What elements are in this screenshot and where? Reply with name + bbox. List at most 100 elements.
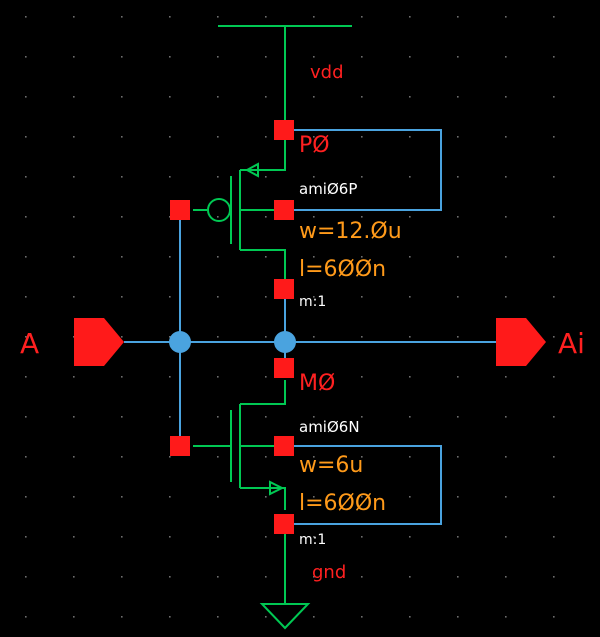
pmos-width-label: w=12.Øu — [299, 219, 402, 244]
grid-dot — [409, 296, 411, 298]
grid-dot — [217, 536, 219, 538]
grid-dot — [217, 136, 219, 138]
grid-dot — [457, 336, 459, 338]
grid-dot — [121, 456, 123, 458]
nmos-multiplier-label: m:1 — [299, 532, 326, 548]
grid-dot — [361, 576, 363, 578]
grid-dot — [265, 56, 267, 58]
grid-dot — [313, 256, 315, 258]
grid-dot — [553, 336, 555, 338]
output-junction — [274, 331, 296, 353]
grid-dot — [121, 176, 123, 178]
gnd-supply — [259, 532, 311, 630]
grid-dot — [217, 56, 219, 58]
input-port-arrow[interactable] — [74, 318, 124, 366]
grid-dot — [409, 256, 411, 258]
vdd-supply — [218, 25, 352, 122]
grid-dot — [73, 136, 75, 138]
grid-dot — [505, 56, 507, 58]
grid-dot — [25, 576, 27, 578]
grid-dot — [313, 96, 315, 98]
grid-dot — [313, 456, 315, 458]
grid-dot — [553, 416, 555, 418]
grid-dot — [25, 176, 27, 178]
grid-dot — [73, 16, 75, 18]
grid-dot — [457, 216, 459, 218]
grid-dot — [169, 176, 171, 178]
grid-dot — [265, 576, 267, 578]
grid-dot — [505, 456, 507, 458]
input-port-label: A — [20, 327, 39, 360]
grid-dot — [505, 416, 507, 418]
grid-dot — [169, 16, 171, 18]
grid-dot — [457, 296, 459, 298]
nmos-bulk-pin[interactable] — [274, 436, 294, 456]
grid-dot — [409, 216, 411, 218]
grid-dot — [265, 296, 267, 298]
grid-dot — [217, 576, 219, 578]
grid-dot — [73, 496, 75, 498]
grid-dot — [73, 256, 75, 258]
grid-dot — [313, 576, 315, 578]
pmos-drain-pin[interactable] — [274, 279, 294, 299]
grid-dots — [25, 16, 555, 618]
grid-dot — [553, 136, 555, 138]
grid-dot — [25, 16, 27, 18]
grid-dot — [265, 256, 267, 258]
gnd-label: gnd — [312, 562, 346, 583]
pmos-source-pin[interactable] — [274, 120, 294, 140]
grid-dot — [265, 536, 267, 538]
grid-dot — [25, 376, 27, 378]
grid-dot — [313, 616, 315, 618]
grid-dot — [313, 496, 315, 498]
pmos-model-label: amiØ6P — [299, 180, 357, 198]
grid-dot — [505, 256, 507, 258]
grid-dot — [553, 496, 555, 498]
grid-dot — [361, 136, 363, 138]
grid-dot — [217, 496, 219, 498]
grid-dot — [25, 336, 27, 338]
input-junction — [169, 331, 191, 353]
grid-dot — [121, 496, 123, 498]
grid-dot — [169, 456, 171, 458]
grid-dot — [73, 296, 75, 298]
grid-dot — [265, 496, 267, 498]
grid-dot — [457, 496, 459, 498]
grid-dot — [73, 416, 75, 418]
grid-dot — [505, 16, 507, 18]
grid-dot — [457, 176, 459, 178]
grid-dot — [121, 216, 123, 218]
grid-dot — [553, 376, 555, 378]
grid-dot — [121, 96, 123, 98]
grid-dot — [505, 496, 507, 498]
grid-dot — [313, 216, 315, 218]
grid-dot — [73, 176, 75, 178]
grid-dot — [121, 336, 123, 338]
pmos-instance-label: PØ — [299, 133, 330, 158]
grid-dot — [265, 376, 267, 378]
grid-dot — [169, 256, 171, 258]
grid-dot — [169, 616, 171, 618]
grid-dot — [73, 536, 75, 538]
grid-dot — [553, 256, 555, 258]
grid-dot — [169, 576, 171, 578]
output-port-arrow[interactable] — [496, 318, 546, 366]
pmos-length-label: l=6ØØn — [299, 257, 386, 282]
pmos-multiplier-label: m:1 — [299, 294, 326, 310]
gnd-symbol — [259, 603, 311, 630]
grid-dot — [457, 376, 459, 378]
nmos-source-pin[interactable] — [274, 514, 294, 534]
grid-dot — [169, 296, 171, 298]
nmos-gate-pin[interactable] — [170, 436, 190, 456]
grid-dot — [409, 136, 411, 138]
pmos-gate-pin[interactable] — [170, 200, 190, 220]
grid-dot — [361, 96, 363, 98]
grid-dot — [169, 496, 171, 498]
nmos-width-label: w=6u — [299, 453, 363, 478]
grid-dot — [169, 56, 171, 58]
grid-dot — [313, 176, 315, 178]
pmos-bulk-pin[interactable] — [274, 200, 294, 220]
nmos-drain-pin[interactable] — [274, 358, 294, 378]
grid-dot — [121, 256, 123, 258]
